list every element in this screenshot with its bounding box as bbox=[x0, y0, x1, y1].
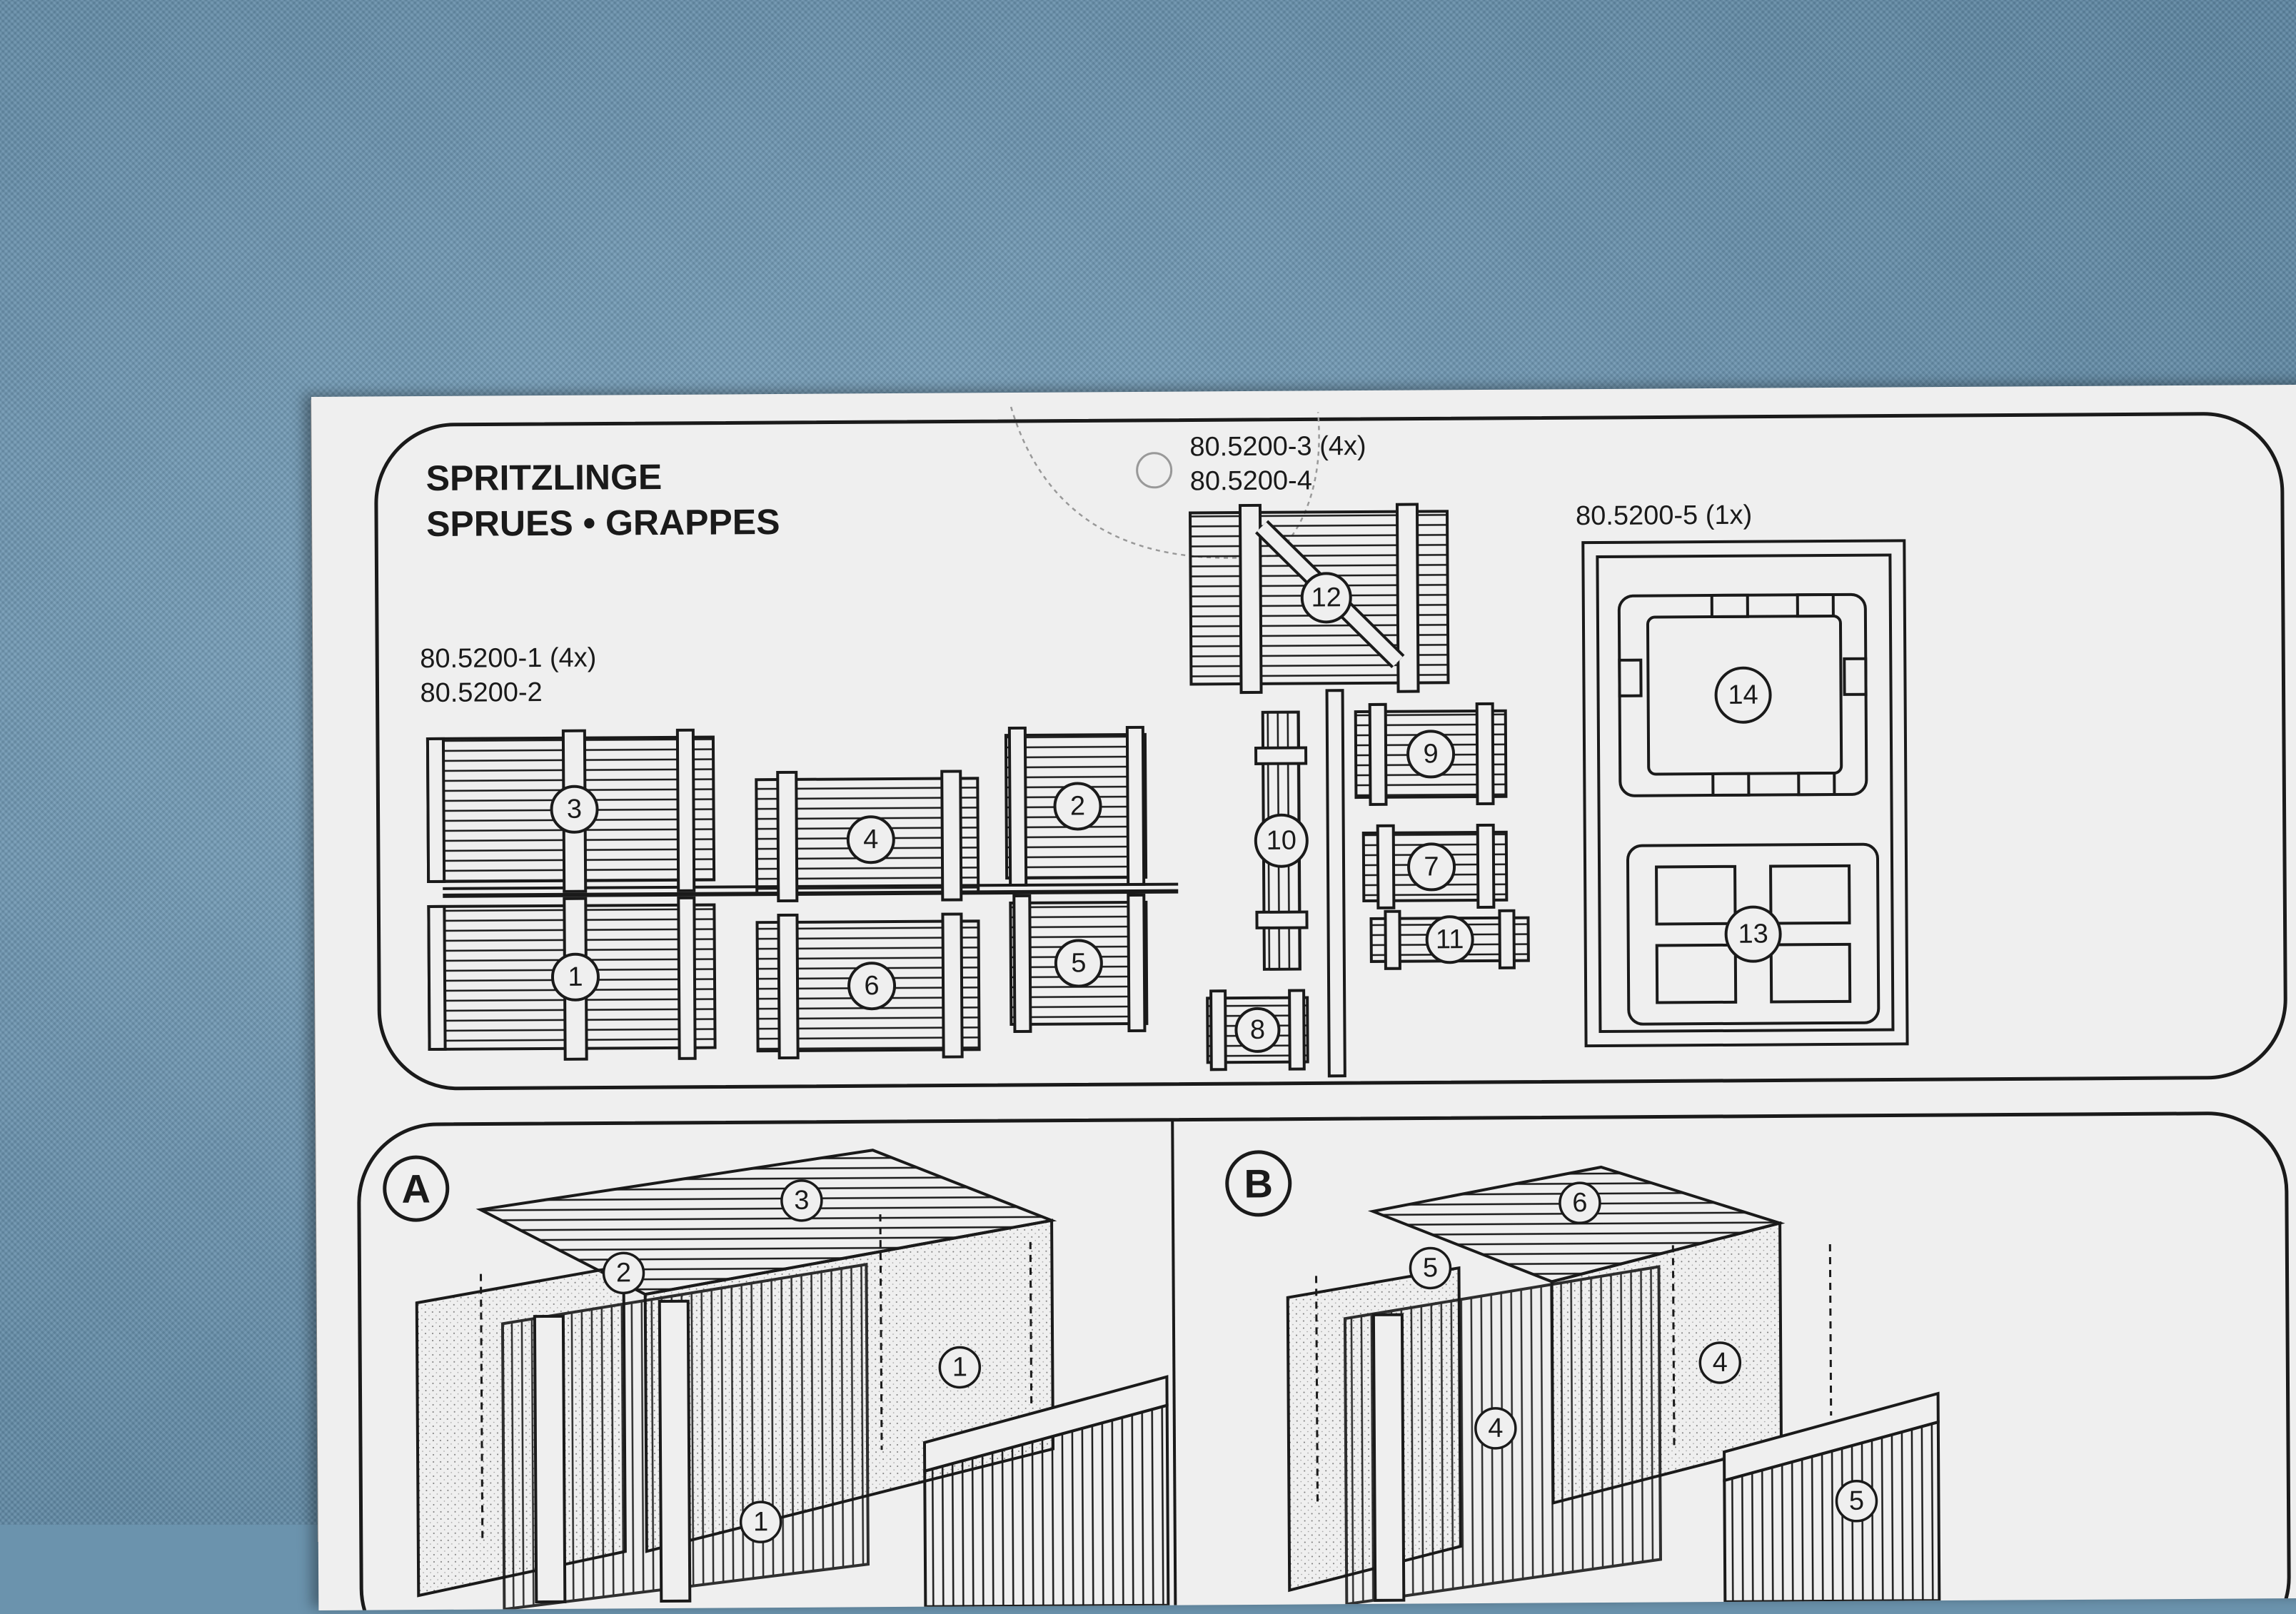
part-label-1: 1 bbox=[568, 962, 583, 992]
die-cut-hole bbox=[1136, 452, 1173, 489]
step-b-part-6: 6 bbox=[1572, 1188, 1587, 1218]
step-b-part-4a: 4 bbox=[1713, 1348, 1728, 1378]
step-b-crate bbox=[1286, 1165, 1941, 1606]
part-label-2: 2 bbox=[1070, 791, 1085, 821]
part-label-10: 10 bbox=[1267, 826, 1297, 856]
part-label-14: 14 bbox=[1728, 680, 1758, 710]
step-b-label: B bbox=[1244, 1161, 1273, 1206]
step-a-part-1a: 1 bbox=[952, 1352, 967, 1382]
step-a-part-3: 3 bbox=[794, 1186, 809, 1216]
sprue-b-code-1: 80.5200-3 (4x) bbox=[1189, 431, 1366, 463]
sprue-b bbox=[1189, 503, 1530, 1078]
part-label-13: 13 bbox=[1738, 919, 1768, 949]
part-label-12: 12 bbox=[1311, 582, 1341, 612]
assembly-panel-frame bbox=[357, 1111, 2291, 1614]
sprue-c-code-1: 80.5200-5 (1x) bbox=[1576, 500, 1752, 532]
step-a-label: A bbox=[401, 1166, 430, 1211]
step-a-crate bbox=[415, 1149, 1170, 1611]
part-label-3: 3 bbox=[567, 795, 582, 824]
sprues-title-line2: SPRUES • GRAPPES bbox=[426, 502, 780, 544]
instruction-sheet: SPRITZLINGE SPRUES • GRAPPES 80.5200-1 (… bbox=[311, 384, 2296, 1614]
assembly-divider bbox=[1171, 1119, 1177, 1605]
sprue-panel-frame bbox=[374, 412, 2287, 1091]
part-numbers: 3 4 2 1 6 5 12 10 9 7 11 8 14 13 bbox=[550, 572, 1782, 1053]
part-label-4: 4 bbox=[863, 824, 878, 854]
step-a-badge bbox=[383, 1155, 450, 1222]
step-b-badge bbox=[1225, 1150, 1292, 1217]
step-b-part-5a: 5 bbox=[1423, 1253, 1438, 1283]
instruction-drawing: SPRITZLINGE SPRUES • GRAPPES 80.5200-1 (… bbox=[357, 406, 2291, 1614]
part-label-6: 6 bbox=[864, 971, 879, 1001]
part-label-7: 7 bbox=[1424, 852, 1439, 882]
step-b-part-5b: 5 bbox=[1849, 1486, 1864, 1516]
part-label-5: 5 bbox=[1071, 948, 1086, 978]
step-b-part-numbers: 6 5 4 4 5 bbox=[1409, 1181, 1878, 1523]
part-label-8: 8 bbox=[1250, 1015, 1265, 1045]
part-label-11: 11 bbox=[1436, 924, 1464, 954]
sprue-a-code-2: 80.5200-2 bbox=[420, 677, 542, 708]
sprue-a-code-1: 80.5200-1 (4x) bbox=[420, 643, 596, 675]
sprue-b-code-2: 80.5200-4 bbox=[1190, 465, 1312, 496]
sprues-title-line1: SPRITZLINGE bbox=[426, 457, 663, 498]
step-a-part-1b: 1 bbox=[753, 1507, 768, 1537]
die-cut-tab bbox=[1009, 406, 1320, 559]
step-a-part-2: 2 bbox=[616, 1258, 631, 1288]
step-b-part-4b: 4 bbox=[1488, 1413, 1503, 1443]
sprue-c bbox=[1581, 539, 1909, 1048]
part-label-9: 9 bbox=[1423, 739, 1438, 769]
sprue-a bbox=[426, 725, 1179, 1061]
